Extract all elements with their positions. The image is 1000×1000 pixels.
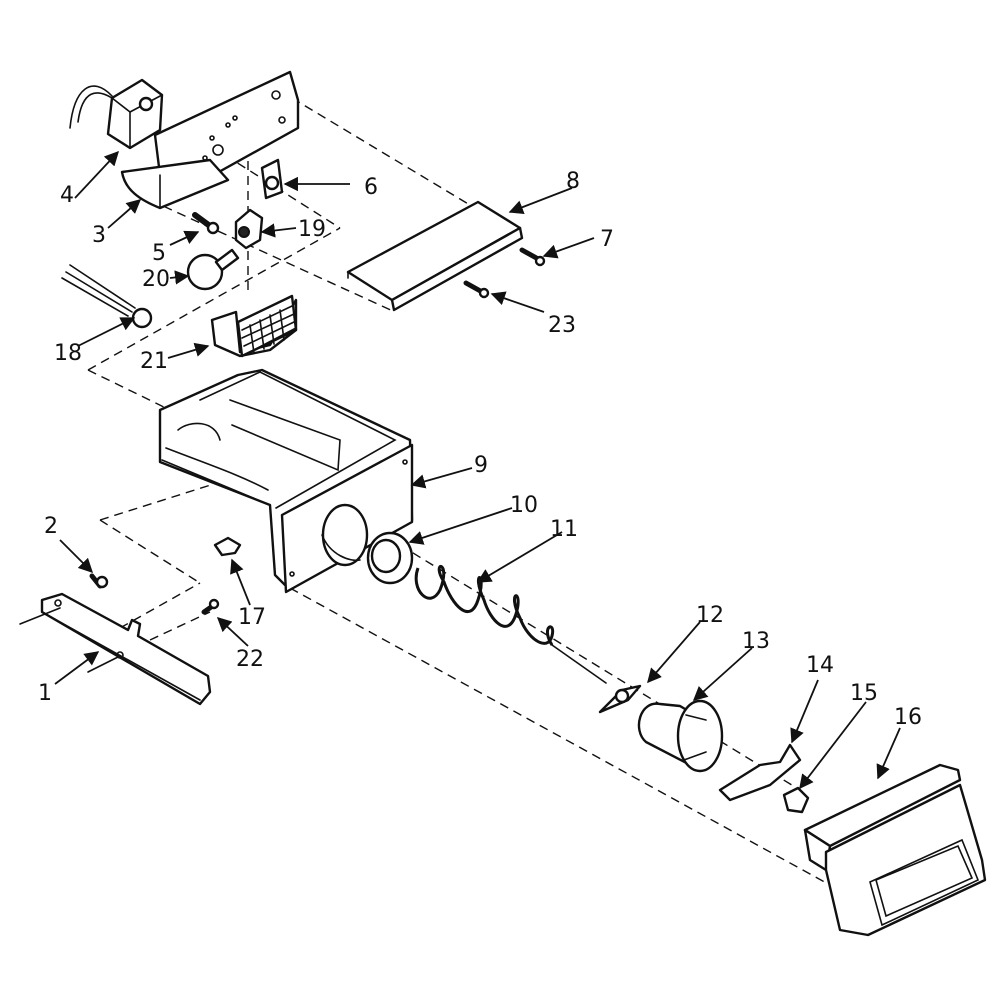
callout-16: 16	[894, 705, 922, 730]
callout-23: 23	[548, 313, 576, 338]
callout-13: 13	[742, 629, 770, 654]
auger-spring-part-11[interactable]	[414, 564, 607, 684]
callout-labels: 1 2 3 4 5 6 7 8 9 10 11 12 13 14 15 16 1…	[38, 169, 922, 730]
callout-17: 17	[238, 605, 266, 630]
callout-9: 9	[474, 453, 488, 478]
callout-15: 15	[850, 681, 878, 706]
callout-10: 10	[510, 493, 538, 518]
bracket-part-14[interactable]	[718, 743, 802, 802]
screw-part-23[interactable]	[463, 280, 490, 299]
callout-3: 3	[92, 223, 106, 248]
mounting-rail-part-1[interactable]	[19, 592, 212, 706]
light-shield-part-21[interactable]	[210, 294, 298, 358]
screw-part-17[interactable]	[213, 536, 242, 557]
end-cap-part-10[interactable]	[366, 531, 414, 585]
callout-21: 21	[140, 349, 168, 374]
blade-part-12[interactable]	[598, 684, 642, 714]
callout-20: 20	[142, 267, 170, 292]
callout-18: 18	[54, 341, 82, 366]
mounting-bracket-part-3[interactable]	[120, 70, 300, 210]
nut-part-15[interactable]	[782, 786, 810, 814]
screw-part-2[interactable]	[89, 573, 109, 589]
front-housing-part-16[interactable]	[803, 763, 987, 937]
screw-part-22[interactable]	[201, 598, 220, 615]
screw-part-5[interactable]	[192, 212, 220, 235]
callout-8: 8	[566, 169, 580, 194]
motor-part-4[interactable]	[69, 78, 164, 150]
clip-part-6[interactable]	[260, 158, 284, 200]
callout-1: 1	[38, 681, 52, 706]
callout-2: 2	[44, 514, 58, 539]
screw-part-7[interactable]	[519, 247, 546, 267]
ice-bin-housing-part-9[interactable]	[158, 368, 414, 594]
lamp-socket-part-19[interactable]	[234, 208, 264, 250]
callout-12: 12	[696, 603, 724, 628]
leader-lines	[54, 150, 901, 790]
crusher-drum-part-13[interactable]	[637, 699, 724, 773]
light-bulb-part-20[interactable]	[186, 248, 240, 291]
callout-22: 22	[236, 647, 264, 672]
callout-11: 11	[550, 517, 578, 542]
callout-6: 6	[364, 175, 378, 200]
callout-14: 14	[806, 653, 834, 678]
callout-5: 5	[152, 241, 166, 266]
callout-4: 4	[60, 183, 74, 208]
wire-harness-part-18[interactable]	[61, 264, 153, 329]
callout-7: 7	[600, 227, 614, 252]
callout-19: 19	[298, 217, 326, 242]
cover-plate-part-8[interactable]	[346, 200, 524, 312]
